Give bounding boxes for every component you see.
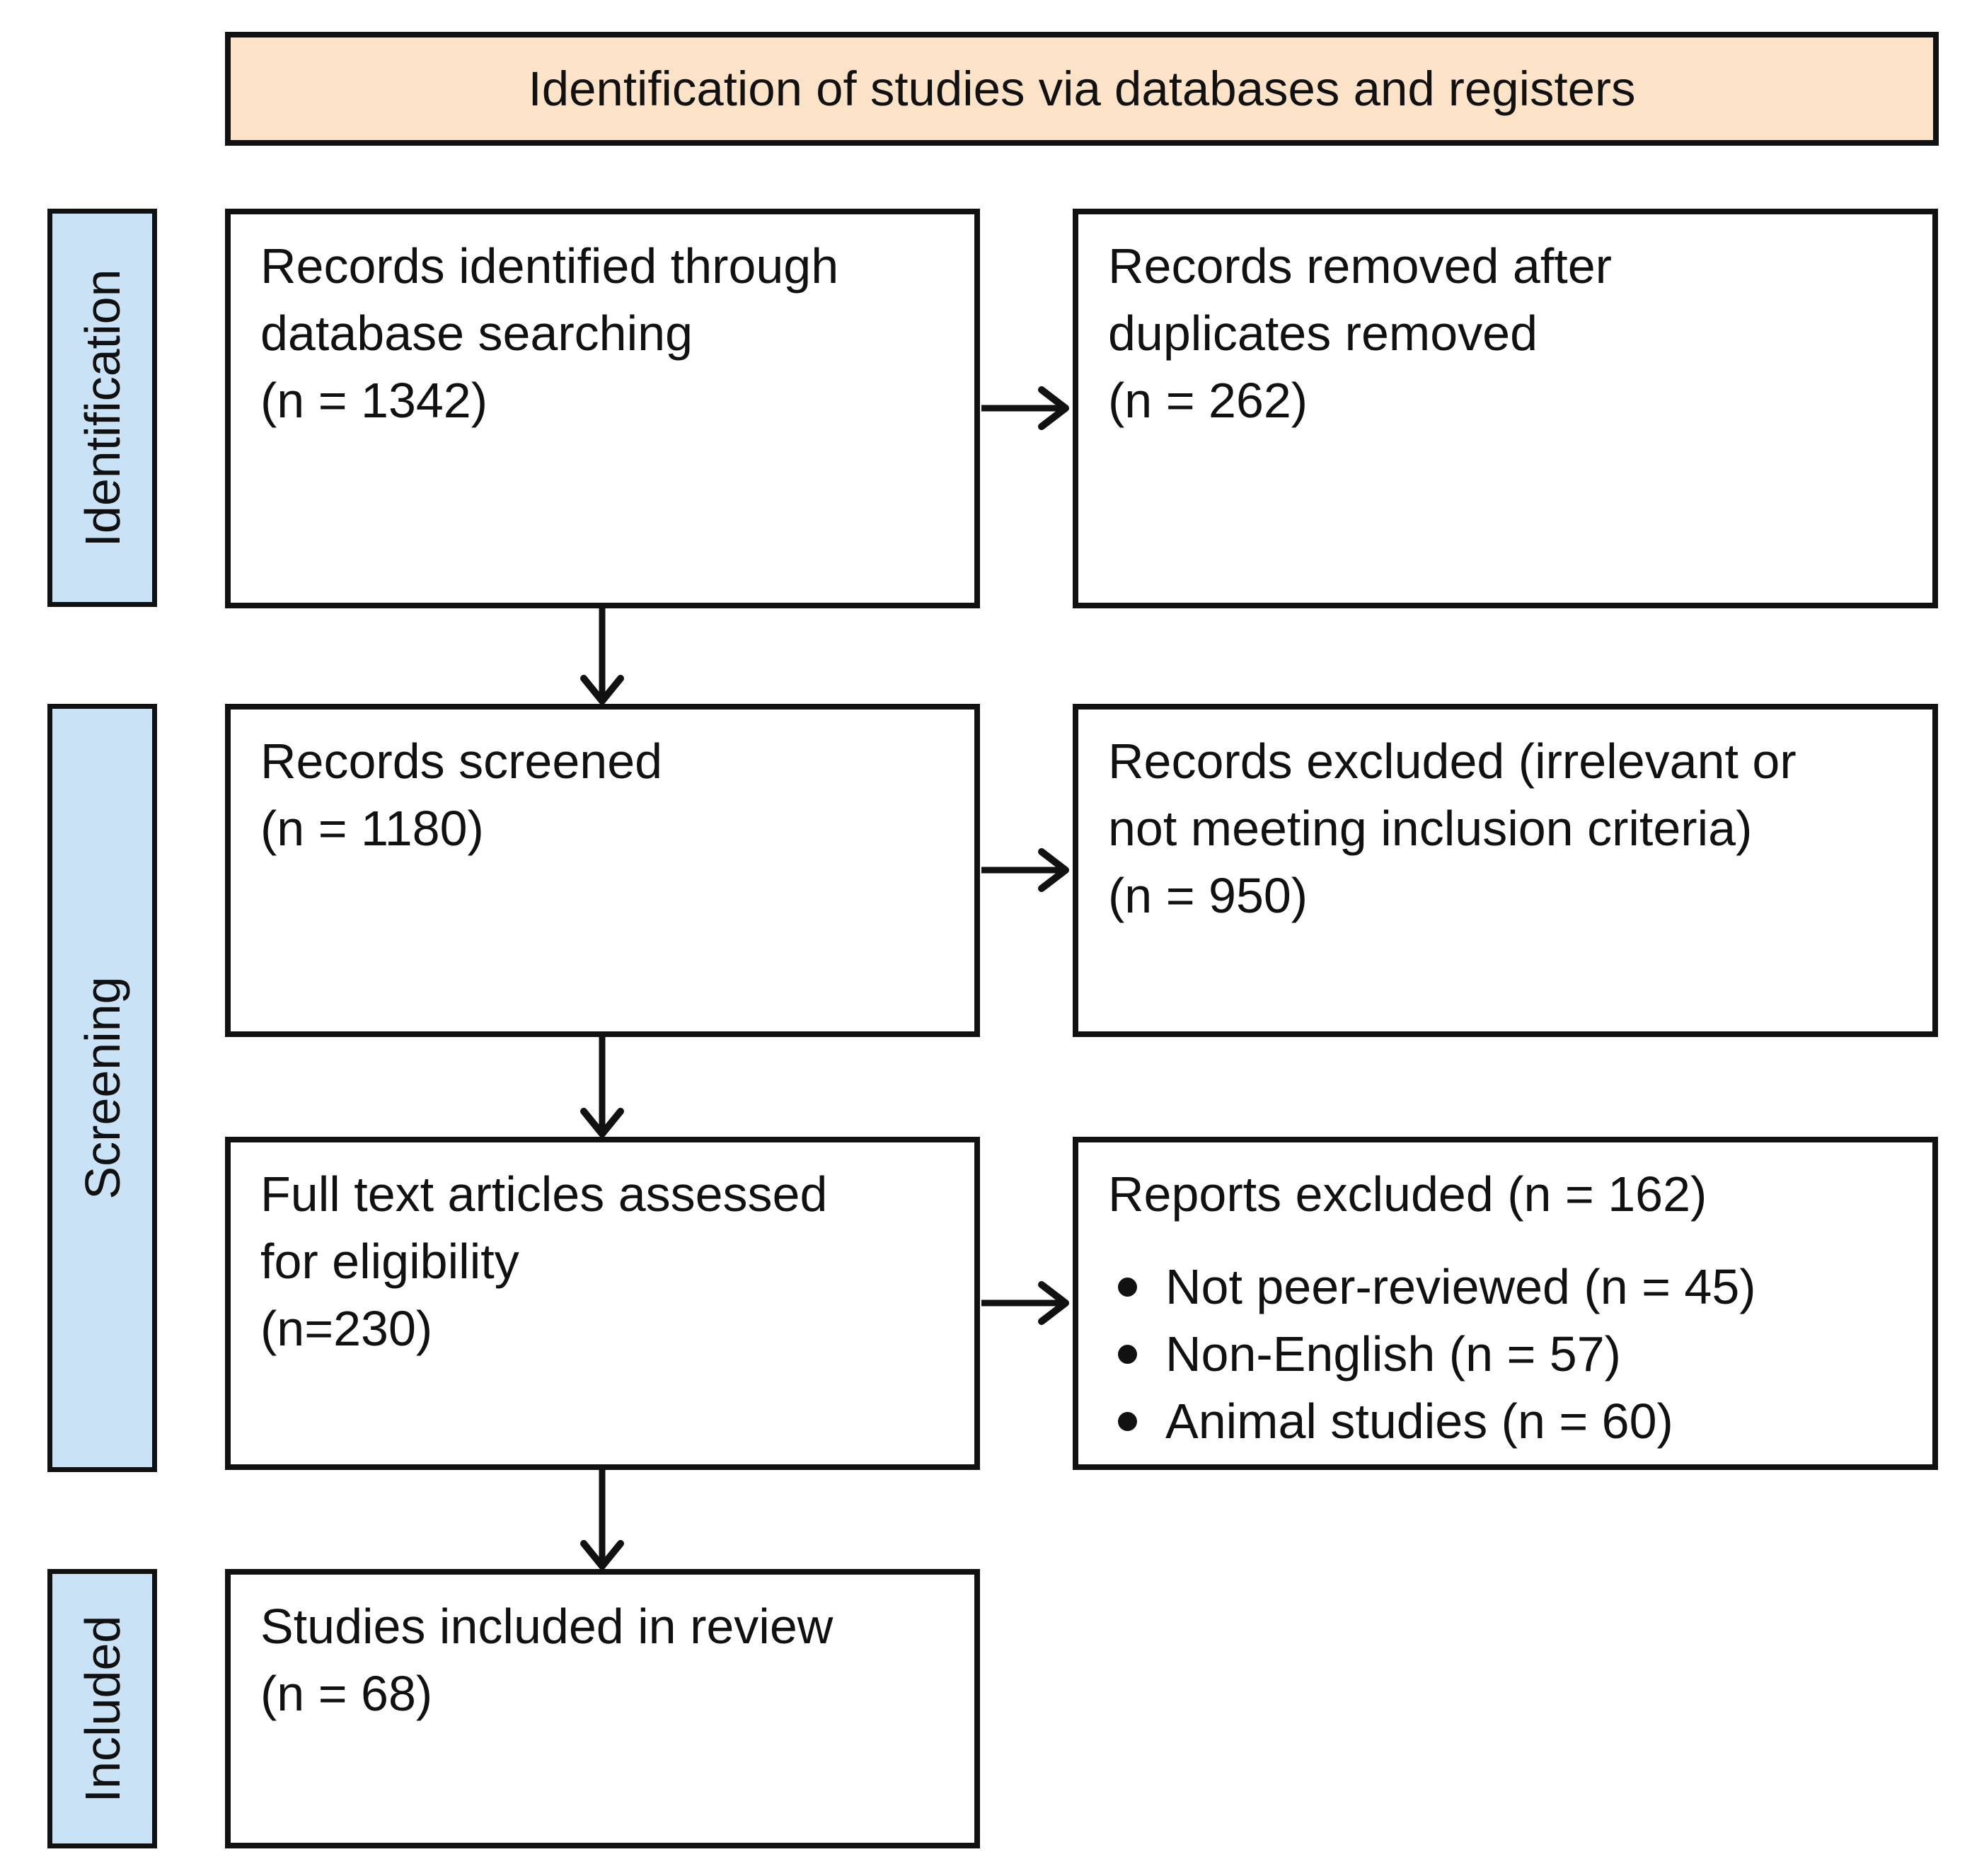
box-line: Studies included in review — [260, 1599, 834, 1654]
arrow-screened-to-fulltext — [580, 1035, 624, 1137]
bullet-text: Non-English (n = 57) — [1165, 1326, 1621, 1382]
stage-label-identification-text: Identification — [74, 268, 130, 548]
stage-label-included: Included — [47, 1569, 157, 1848]
bullet-icon — [1118, 1278, 1137, 1297]
box-studies-included: Studies included in review (n = 68) — [225, 1569, 980, 1848]
box-records-identified: Records identified through database sear… — [225, 209, 980, 608]
bullet-text: Not peer-reviewed (n = 45) — [1165, 1259, 1756, 1314]
box-line: for eligibility — [260, 1234, 519, 1289]
arrow-fulltext-to-reports-excluded — [981, 1281, 1069, 1325]
list-item: Non-English (n = 57) — [1108, 1321, 1907, 1388]
box-line: Records excluded (irrelevant or — [1108, 734, 1797, 789]
box-line: (n = 950) — [1108, 868, 1308, 923]
box-line: database searching — [260, 306, 693, 361]
box-line: Records screened — [260, 734, 663, 789]
stage-label-identification: Identification — [47, 209, 157, 607]
arrow-fulltext-to-included — [580, 1468, 624, 1570]
arrow-screened-to-excluded — [981, 848, 1069, 892]
box-duplicates-removed: Records removed after duplicates removed… — [1073, 209, 1938, 608]
box-line: (n = 1180) — [260, 801, 484, 856]
box-line: (n = 262) — [1108, 373, 1308, 428]
box-reports-excluded: Reports excluded (n = 162) Not peer-revi… — [1073, 1137, 1938, 1470]
bullet-icon — [1118, 1345, 1137, 1364]
box-line: Records removed after — [1108, 238, 1612, 294]
box-line: Full text articles assessed — [260, 1166, 828, 1222]
phase-header: Identification of studies via databases … — [225, 32, 1939, 146]
reports-excluded-list: Not peer-reviewed (n = 45) Non-English (… — [1108, 1253, 1907, 1455]
box-line: (n=230) — [260, 1301, 433, 1356]
list-item: Not peer-reviewed (n = 45) — [1108, 1253, 1907, 1321]
list-item: Animal studies (n = 60) — [1108, 1388, 1907, 1455]
stage-label-included-text: Included — [74, 1615, 130, 1802]
arrow-identified-to-duplicates — [981, 386, 1069, 430]
bullet-text: Animal studies (n = 60) — [1165, 1394, 1673, 1449]
box-line: not meeting inclusion criteria) — [1108, 801, 1753, 856]
box-line: (n = 1342) — [260, 373, 488, 428]
box-reports-excluded-title: Reports excluded (n = 162) — [1108, 1166, 1707, 1222]
box-line: duplicates removed — [1108, 306, 1538, 361]
box-records-excluded: Records excluded (irrelevant or not meet… — [1073, 704, 1938, 1037]
stage-label-screening: Screening — [47, 704, 157, 1472]
box-line: Records identified through — [260, 238, 839, 294]
bullet-icon — [1118, 1412, 1137, 1431]
arrow-identified-to-screened — [580, 606, 624, 705]
stage-label-screening-text: Screening — [74, 976, 130, 1200]
box-fulltext-assessed: Full text articles assessed for eligibil… — [225, 1137, 980, 1470]
phase-header-title: Identification of studies via databases … — [528, 62, 1636, 116]
box-records-screened: Records screened (n = 1180) — [225, 704, 980, 1037]
box-line: (n = 68) — [260, 1666, 433, 1721]
